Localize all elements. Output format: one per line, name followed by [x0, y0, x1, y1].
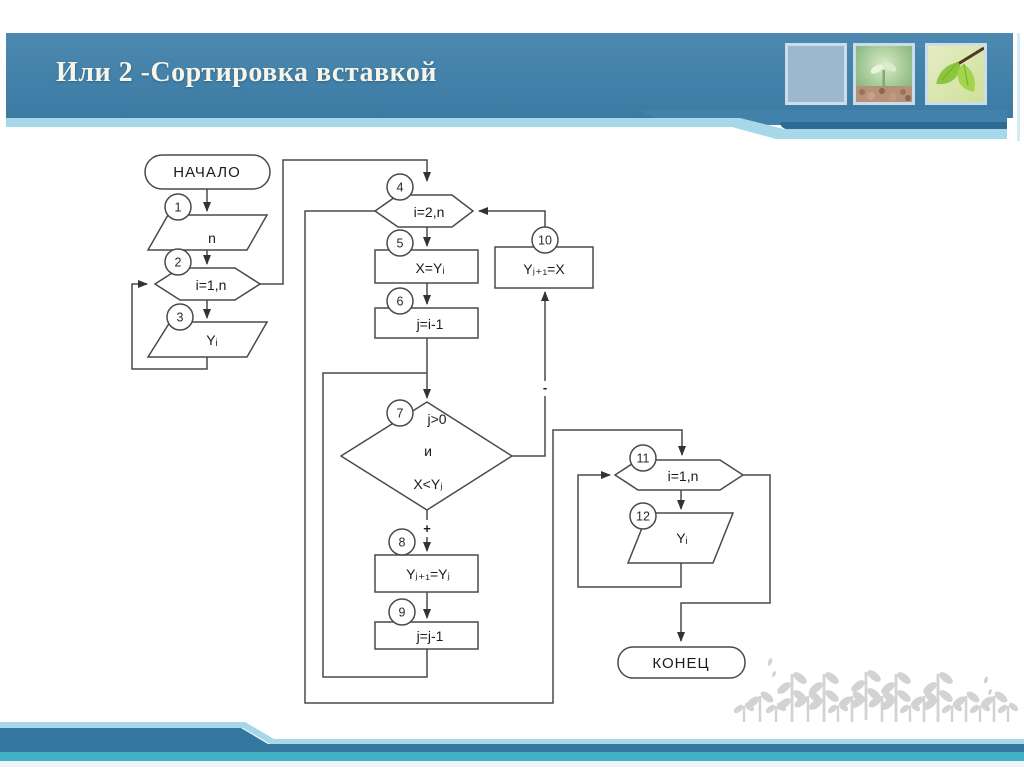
thumbnail-leaves-photo	[925, 43, 987, 105]
loop-back-9-to-7	[322, 372, 428, 678]
minus-label: -	[543, 380, 547, 395]
branch-false-7-to-10	[512, 291, 549, 457]
start-label: НАЧАЛО	[173, 164, 241, 181]
exit-11-to-end	[677, 474, 771, 642]
svg-text:Yᵢ: Yᵢ	[676, 530, 688, 546]
node-11-loop-output: 11 i=1,n	[613, 444, 745, 491]
svg-text:j=i-1: j=i-1	[416, 316, 444, 332]
slide-title: Или 2 -Сортировка вставкой	[56, 57, 437, 88]
insertion-sort-flowchart: НАЧАЛО 1 n 2 i=1,n 3 Yᵢ 4 i=2,n	[131, 154, 771, 704]
svg-text:8: 8	[399, 536, 406, 550]
loop-back-3-to-2	[131, 280, 208, 370]
svg-text:6: 6	[397, 295, 404, 309]
svg-text:j>0: j>0	[426, 411, 446, 427]
svg-text:10: 10	[538, 234, 552, 248]
svg-text:Yⱼ₊₁=X: Yⱼ₊₁=X	[523, 261, 565, 277]
end-label: КОНЕЦ	[652, 655, 709, 672]
node-9-decrement-j: 9 j=j-1	[374, 598, 479, 650]
thumbnail-plain-blue	[785, 43, 847, 105]
svg-text:i=1,n: i=1,n	[668, 468, 699, 484]
bottom-bars	[0, 722, 1024, 767]
svg-text:3: 3	[177, 311, 184, 325]
node-3-input-yi: 3 Yᵢ	[146, 303, 269, 358]
flow-connectors	[131, 159, 771, 704]
thumbnail-seedling-photo	[853, 43, 915, 105]
svg-text:12: 12	[636, 510, 650, 524]
svg-text:11: 11	[637, 452, 650, 466]
header-swoosh-band	[6, 110, 1007, 139]
node-8-shift: 8 Yⱼ₊₁=Yⱼ	[374, 528, 479, 593]
svg-text:n: n	[208, 230, 216, 246]
svg-text:2: 2	[175, 256, 182, 270]
seedling-illustration	[856, 46, 912, 102]
node-4-loop-i2: 4 i=2,n	[373, 173, 475, 228]
plants-decoration	[732, 658, 1020, 722]
svg-text:1: 1	[175, 201, 182, 215]
svg-text:5: 5	[397, 237, 404, 251]
svg-text:i=2,n: i=2,n	[414, 204, 445, 220]
branch-labels: + -	[419, 380, 553, 537]
header-right-edge-accent	[1017, 33, 1020, 141]
node-end: КОНЕЦ	[617, 646, 746, 679]
node-12-output-yi: 12 Yᵢ	[626, 502, 735, 564]
leaves-illustration	[928, 46, 984, 102]
node-6-assign-j: 6 j=i-1	[374, 287, 479, 339]
svg-text:4: 4	[397, 181, 404, 195]
plant-row	[732, 658, 1020, 722]
node-start: НАЧАЛО	[144, 154, 271, 190]
svg-text:X=Yᵢ: X=Yᵢ	[415, 260, 444, 276]
exit-4-to-11	[304, 210, 686, 704]
svg-text:Yⱼ₊₁=Yⱼ: Yⱼ₊₁=Yⱼ	[406, 566, 450, 582]
svg-text:i=1,n: i=1,n	[196, 277, 227, 293]
exit-2-to-4	[260, 159, 431, 285]
plus-label: +	[423, 521, 431, 536]
loop-back-12-to-11	[577, 471, 682, 588]
node-10-insert-x: 10 Yⱼ₊₁=X	[494, 226, 594, 289]
svg-text:9: 9	[399, 606, 406, 620]
svg-text:j=j-1: j=j-1	[416, 628, 444, 644]
svg-text:и: и	[424, 443, 432, 459]
svg-text:7: 7	[397, 407, 404, 421]
node-1-input-n: 1 n	[146, 193, 269, 251]
node-7-condition: 7 j>0 и X<Yⱼ	[339, 399, 514, 511]
node-5-assign-x: 5 X=Yᵢ	[374, 229, 479, 284]
svg-text:X<Yⱼ: X<Yⱼ	[413, 476, 442, 492]
node-2-loop-i: 2 i=1,n	[153, 248, 262, 301]
svg-text:Yᵢ: Yᵢ	[206, 332, 218, 348]
